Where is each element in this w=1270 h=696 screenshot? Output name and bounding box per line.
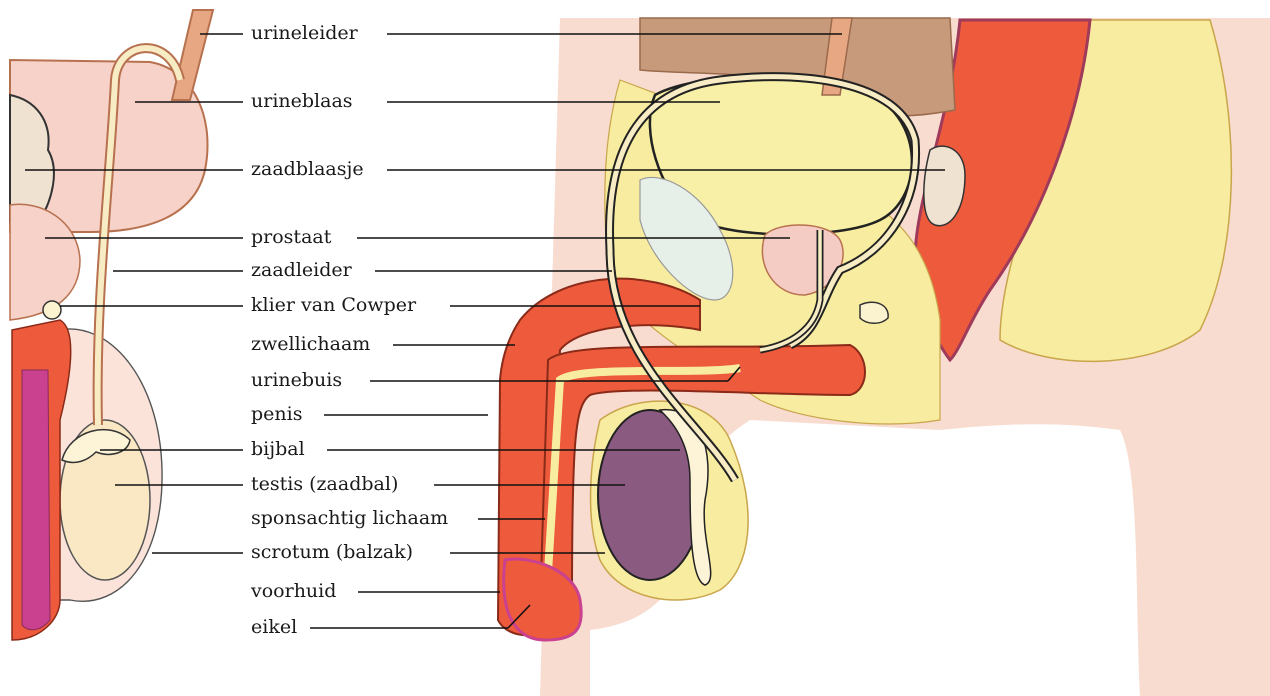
label-zwellichaam: zwellichaam: [251, 333, 370, 355]
cowper-gland: [860, 302, 888, 323]
label-bijbal: bijbal: [251, 438, 305, 460]
front-view: [10, 10, 213, 640]
label-sponsachtig-lichaam: sponsachtig lichaam: [251, 507, 448, 529]
front-cowper-gland: [43, 301, 61, 319]
labels: urineleider urineblaas zaadblaasje prost…: [250, 22, 448, 638]
label-penis: penis: [251, 403, 302, 425]
label-voorhuid: voorhuid: [250, 580, 336, 602]
label-klier-van-cowper: klier van Cowper: [251, 294, 417, 316]
front-corpus-spongiosum: [22, 370, 50, 630]
label-scrotum: scrotum (balzak): [251, 541, 413, 563]
label-eikel: eikel: [251, 616, 297, 638]
label-urineleider: urineleider: [251, 22, 359, 44]
label-zaadleider: zaadleider: [251, 259, 353, 281]
label-urineblaas: urineblaas: [251, 90, 353, 112]
label-zaadblaasje: zaadblaasje: [251, 158, 364, 180]
label-testis: testis (zaadbal): [251, 473, 398, 495]
label-urinebuis: urinebuis: [251, 369, 342, 391]
label-prostaat: prostaat: [251, 226, 332, 248]
front-ureter: [172, 10, 213, 100]
sagittal-view: [498, 18, 1270, 696]
